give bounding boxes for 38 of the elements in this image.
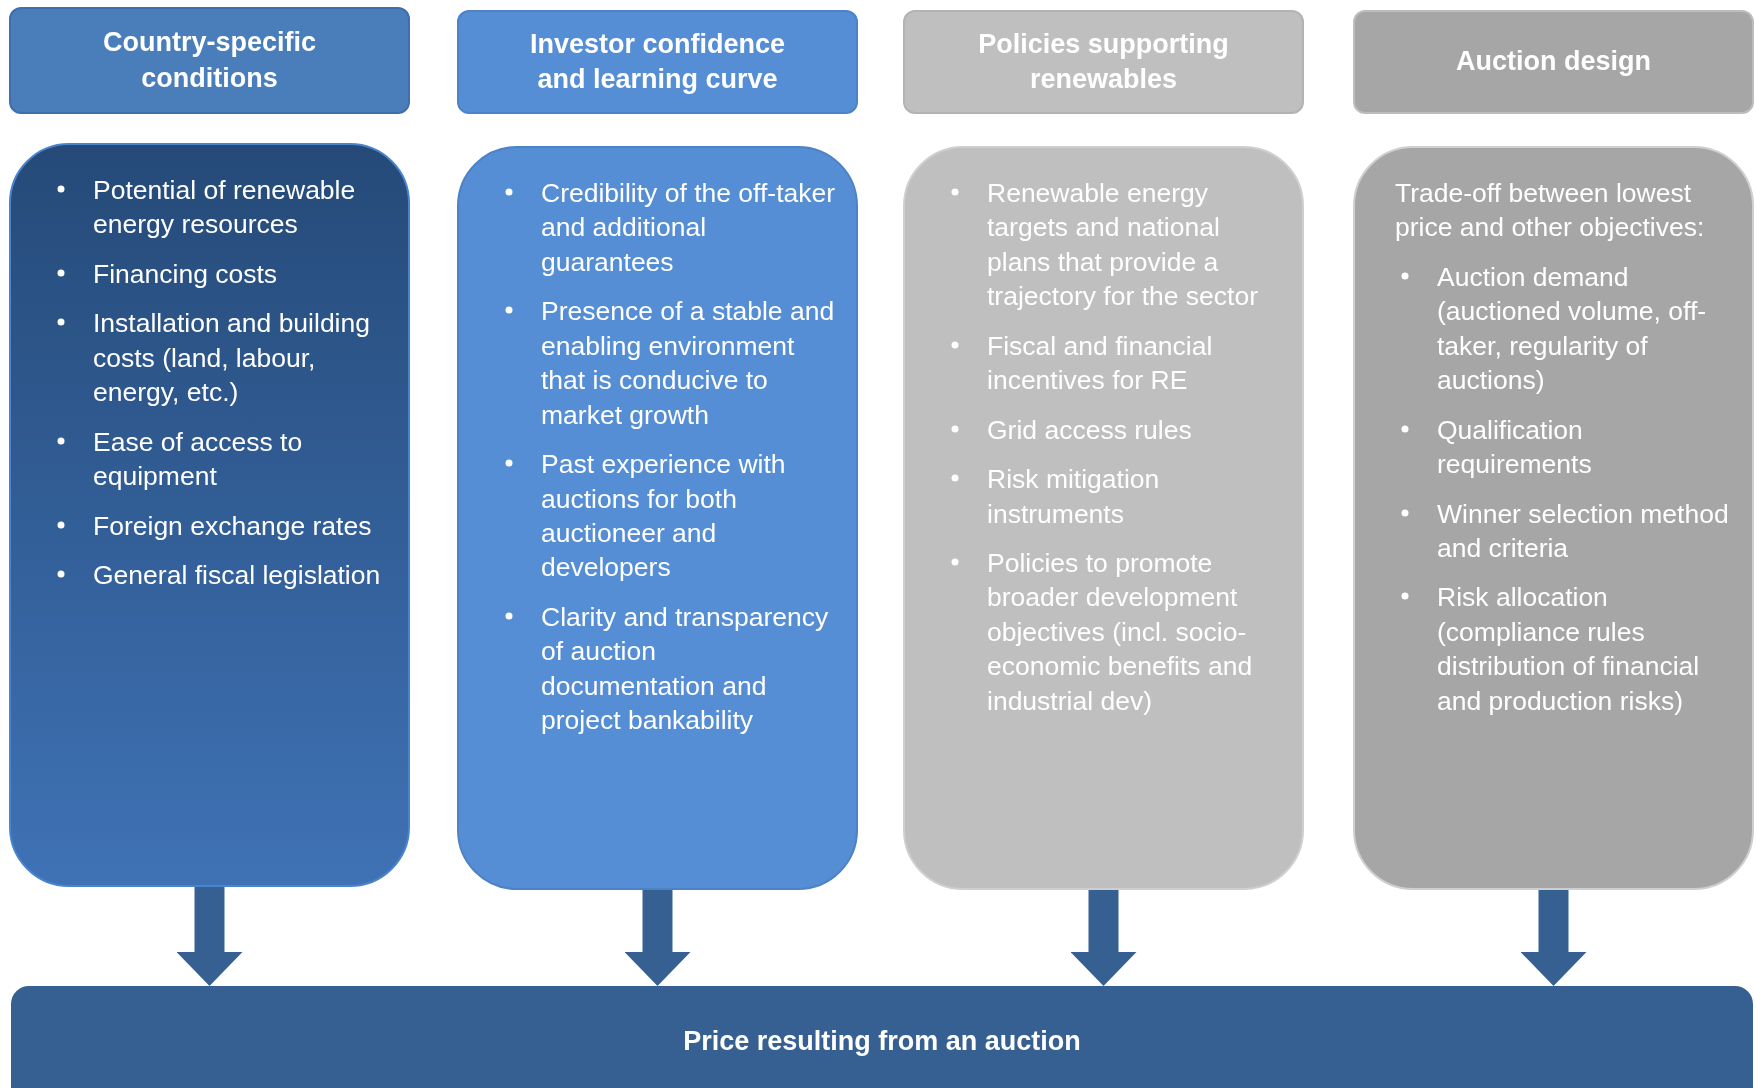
header-title: Auction design — [1456, 46, 1651, 77]
bullet-item: Financing costs — [93, 257, 279, 291]
factor-list-box — [457, 146, 858, 890]
bullet-item: Auction demand (auctioned volume, off-taker, regularity of auctions) — [1437, 260, 1708, 398]
result-title: Price resulting from an auction — [683, 1025, 1081, 1058]
factor-list-box — [903, 146, 1304, 890]
bullet-item: Renewable energy targets and national plans that provide a trajectory for the sector — [987, 177, 1259, 314]
bullet-item: Installation and building costs (land, labour, energy, etc.) — [93, 307, 371, 410]
header-title: Policies supporting renewables — [978, 28, 1229, 94]
bullet-item: Past experience with auctions for both auctioneer and developers — [541, 448, 787, 585]
result-bar — [11, 986, 1753, 1088]
factor-list-box — [1353, 146, 1754, 890]
down-arrow — [176, 887, 243, 986]
bullet-item: Qualification requirements — [1437, 413, 1593, 482]
bullet-item: General fiscal legislation — [93, 558, 382, 592]
header-box — [457, 10, 858, 114]
header-title: Investor confidence and learning curve — [529, 28, 786, 94]
down-arrow — [624, 890, 691, 986]
down-arrow — [1520, 890, 1587, 986]
header-title: Country-specific conditions — [102, 27, 316, 93]
bullet-item: Foreign exchange rates — [93, 509, 373, 543]
bullet-item: Clarity and transparency of auction documentation and project bankability — [541, 600, 830, 738]
bullet-item: Winner selection method and criteria — [1437, 497, 1730, 565]
bullet-item: Risk allocation (compliance rules distribution of financial and production risks) — [1437, 581, 1701, 718]
bullet-item: Policies to promote broader development objectives (incl. socio-economic benefits and industrial dev) — [987, 546, 1254, 718]
bullet-item: Ease of access to equipment — [93, 425, 304, 494]
bullet-item: Credibility of the off-taker and additional guarantees — [541, 177, 836, 279]
header-box — [1353, 10, 1754, 114]
intro-text: Trade-off between lowest price and other objectives: — [1395, 177, 1706, 245]
bullet-item: Presence of a stable and enabling environment that is conducive to market growth — [541, 295, 836, 432]
header-box — [9, 7, 410, 114]
factor-list-box — [9, 143, 410, 887]
bullet-item: Fiscal and financial incentives for RE — [987, 329, 1214, 398]
header-box — [903, 10, 1304, 114]
bullet-item: Risk mitigation instruments — [987, 463, 1161, 531]
bullet-item: Potential of renewable energy resources — [93, 174, 357, 242]
down-arrow — [1070, 890, 1137, 986]
bullet-item: Grid access rules — [987, 413, 1193, 447]
